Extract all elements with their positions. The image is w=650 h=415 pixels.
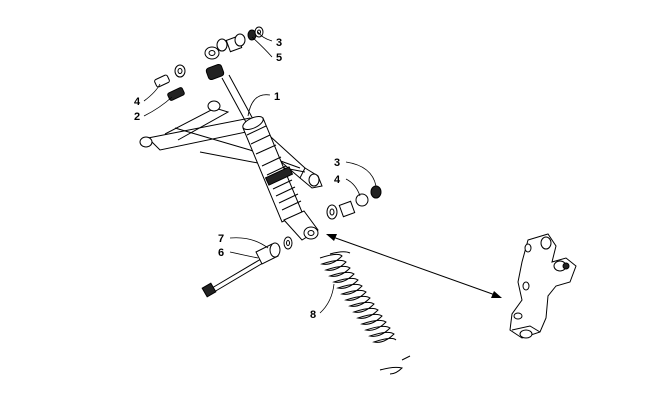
callout-1: 1 — [274, 91, 280, 103]
callout-3-lower: 3 — [334, 157, 340, 169]
a-arm — [139, 100, 323, 189]
callout-3-upper: 3 — [276, 37, 282, 49]
callout-7: 7 — [218, 233, 224, 245]
upper-hardware — [154, 26, 264, 101]
shock-absorber — [204, 46, 319, 241]
callout-2: 2 — [134, 111, 140, 123]
callout-4-upper: 4 — [134, 96, 141, 108]
spindle — [509, 233, 577, 339]
assembly-arrow — [326, 234, 502, 298]
lower-hardware — [201, 185, 382, 298]
callout-6: 6 — [218, 247, 224, 259]
callout-8: 8 — [310, 309, 316, 321]
leader-lines — [143, 31, 377, 314]
callout-5: 5 — [276, 52, 282, 64]
coil-spring — [319, 251, 411, 375]
callout-4-lower: 4 — [334, 174, 341, 186]
callouts: 1 3 5 4 2 3 4 7 6 8 — [134, 37, 341, 321]
